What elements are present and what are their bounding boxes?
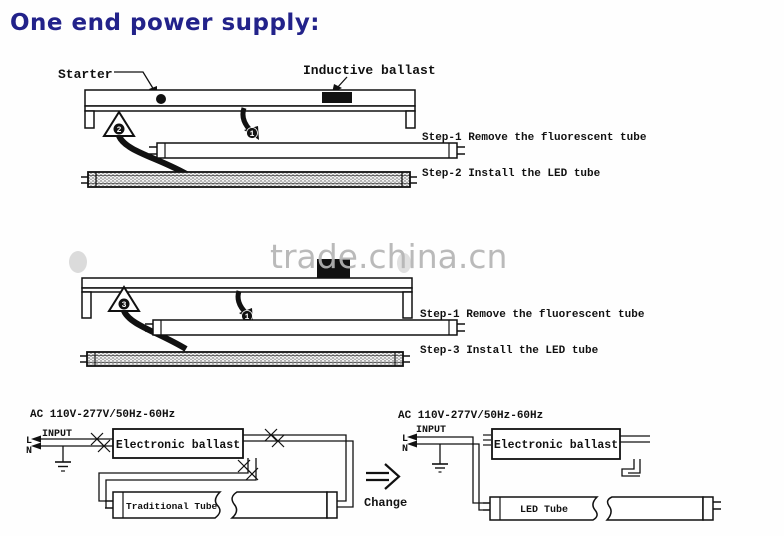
dangling-wire bbox=[621, 459, 640, 477]
output-wire bbox=[98, 458, 249, 502]
fixture-bracket-right bbox=[402, 291, 413, 319]
install-arrow: 2 bbox=[102, 110, 192, 179]
install-arrow-number: 2 bbox=[117, 126, 122, 135]
led-tube-label: LED Tube bbox=[520, 504, 568, 516]
ballast-leader-line bbox=[336, 76, 348, 89]
install-arrow: 3 bbox=[107, 285, 188, 352]
fixture-bar-strip bbox=[81, 287, 413, 293]
watermark: trade.china.cn bbox=[270, 237, 507, 276]
fluorescent-tube bbox=[145, 319, 465, 336]
input-arrowhead-icon bbox=[407, 433, 417, 441]
change-arrow: Change bbox=[364, 463, 407, 510]
input-wire bbox=[417, 443, 483, 511]
electronic-ballast-box bbox=[491, 428, 621, 460]
step-label: Step-3 Install the LED tube bbox=[420, 345, 599, 357]
cut-mark bbox=[90, 432, 111, 453]
starter-leader-line bbox=[114, 71, 155, 91]
led-tube bbox=[80, 351, 410, 367]
fixture-bracket-left bbox=[81, 291, 92, 319]
page-title: One end power supply: bbox=[10, 10, 321, 36]
smudge bbox=[69, 251, 87, 273]
install-arrow-badge bbox=[113, 123, 125, 135]
ac-rating-label: AC 110V-277V/50Hz-60Hz bbox=[30, 409, 175, 421]
fixture-bracket-right bbox=[405, 110, 416, 129]
fixture-bar-strip bbox=[84, 105, 416, 112]
traditional-tube-label: Traditional Tube bbox=[126, 501, 218, 512]
input-arrowhead-icon bbox=[31, 435, 41, 443]
electronic-ballast-label: Electronic ballast bbox=[494, 439, 618, 452]
ac-rating-label: AC 110V-277V/50Hz-60Hz bbox=[398, 410, 543, 422]
ground-symbol-icon bbox=[55, 446, 71, 472]
ground-symbol-icon bbox=[432, 444, 448, 473]
remove-arrow: 1 bbox=[235, 290, 253, 322]
input-arrowhead-icon bbox=[31, 442, 41, 450]
fixture-bar bbox=[81, 277, 413, 289]
cut-mark bbox=[237, 459, 259, 481]
led-tube bbox=[81, 171, 417, 188]
input-label: INPUT bbox=[416, 425, 446, 436]
install-arrow-tail bbox=[116, 134, 192, 179]
input-label: INPUT bbox=[42, 429, 72, 440]
fixture-diagram-1: Starter Inductive ballast 1 bbox=[58, 63, 647, 188]
fixture-diagram-2: trade.china.cn 1 3 bbox=[69, 237, 645, 367]
wiring-diagram-traditional: AC 110V-277V/50Hz-60Hz INPUT L N Electro… bbox=[26, 409, 354, 519]
step-label: Step-1 Remove the fluorescent tube bbox=[420, 309, 645, 321]
output-wire bbox=[243, 440, 354, 508]
traditional-tube: Traditional Tube bbox=[105, 491, 338, 519]
neutral-label: N bbox=[26, 446, 32, 457]
output-wire bbox=[243, 434, 347, 502]
remove-arrow-number: 1 bbox=[245, 313, 250, 322]
led-tube: LED Tube bbox=[483, 496, 721, 521]
inductive-ballast-block bbox=[322, 92, 352, 103]
remove-arrow-number: 1 bbox=[250, 130, 255, 139]
inductive-ballast-block bbox=[317, 259, 350, 278]
neutral-label: N bbox=[402, 444, 408, 455]
electronic-ballast-label: Electronic ballast bbox=[116, 439, 240, 452]
fixture-bracket-left bbox=[84, 110, 95, 129]
step-label: Step-2 Install the LED tube bbox=[422, 168, 601, 180]
wiring-diagram-led: AC 110V-277V/50Hz-60Hz INPUT L N Electro… bbox=[398, 410, 721, 521]
input-arrowhead-icon bbox=[407, 440, 417, 448]
smudge bbox=[397, 253, 411, 273]
input-wire bbox=[417, 436, 483, 504]
fluorescent-tube bbox=[149, 142, 465, 159]
disconnected-stub-marks bbox=[483, 434, 491, 446]
remove-arrow: 1 bbox=[240, 107, 259, 140]
fixture-bar bbox=[84, 89, 416, 107]
install-arrow-number: 3 bbox=[122, 301, 127, 310]
output-wire bbox=[105, 458, 257, 508]
line-label: L bbox=[26, 436, 32, 447]
electronic-ballast-box bbox=[112, 428, 244, 459]
change-arrowhead-icon bbox=[384, 463, 401, 490]
starter-label: Starter bbox=[58, 67, 113, 82]
line-label: L bbox=[402, 434, 408, 445]
change-label: Change bbox=[364, 496, 407, 510]
inductive-ballast-label: Inductive ballast bbox=[303, 63, 436, 78]
remove-arrow-badge bbox=[246, 127, 258, 139]
dangling-wire bbox=[628, 459, 641, 474]
cut-mark bbox=[264, 428, 285, 448]
starter-dot bbox=[156, 94, 166, 104]
step-label: Step-1 Remove the fluorescent tube bbox=[422, 132, 647, 144]
